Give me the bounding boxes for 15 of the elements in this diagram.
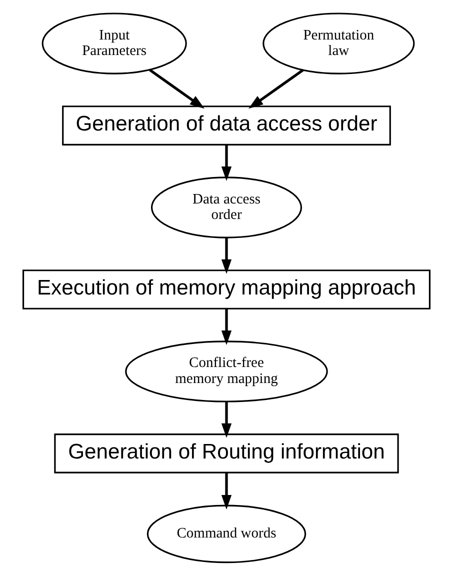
arrow [248,68,304,109]
node-box: Execution of memory mapping approach [22,270,430,310]
node-ellipse: Data access order [150,176,302,238]
node-box: Generation of data access order [62,106,390,146]
node-ellipse: Command words [146,504,306,564]
arrow [220,472,232,510]
arrow [220,144,232,182]
arrow [220,401,232,438]
arrow [148,68,204,109]
node-box: Generation of Routing information [54,434,398,474]
node-ellipse: Input Parameters [41,12,186,74]
node-ellipse: Permutation law [262,12,414,74]
arrow [220,308,232,345]
node-ellipse: Conflict-free memory mapping [124,340,328,402]
arrow [220,237,232,274]
